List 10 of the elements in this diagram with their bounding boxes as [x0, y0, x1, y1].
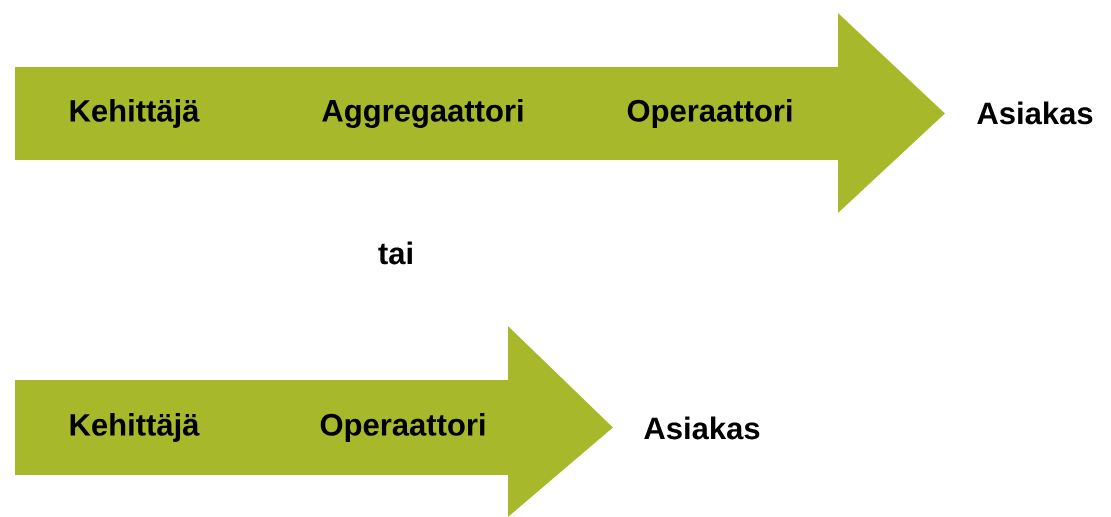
arrow-text: Aggregaattori: [322, 98, 523, 128]
arrow-text: Kehittäjä: [70, 99, 200, 128]
arrow-shape: [15, 13, 945, 213]
arrow-text: Kehittäjä: [70, 413, 200, 442]
target-label: Asiakas: [644, 416, 760, 440]
arrow-text: Operaattori: [627, 99, 792, 128]
connector-word: tai: [378, 241, 412, 265]
target-label: Asiakas: [977, 101, 1093, 125]
arrow-text: Operaattori: [320, 413, 485, 442]
arrow-shape: [15, 326, 613, 517]
